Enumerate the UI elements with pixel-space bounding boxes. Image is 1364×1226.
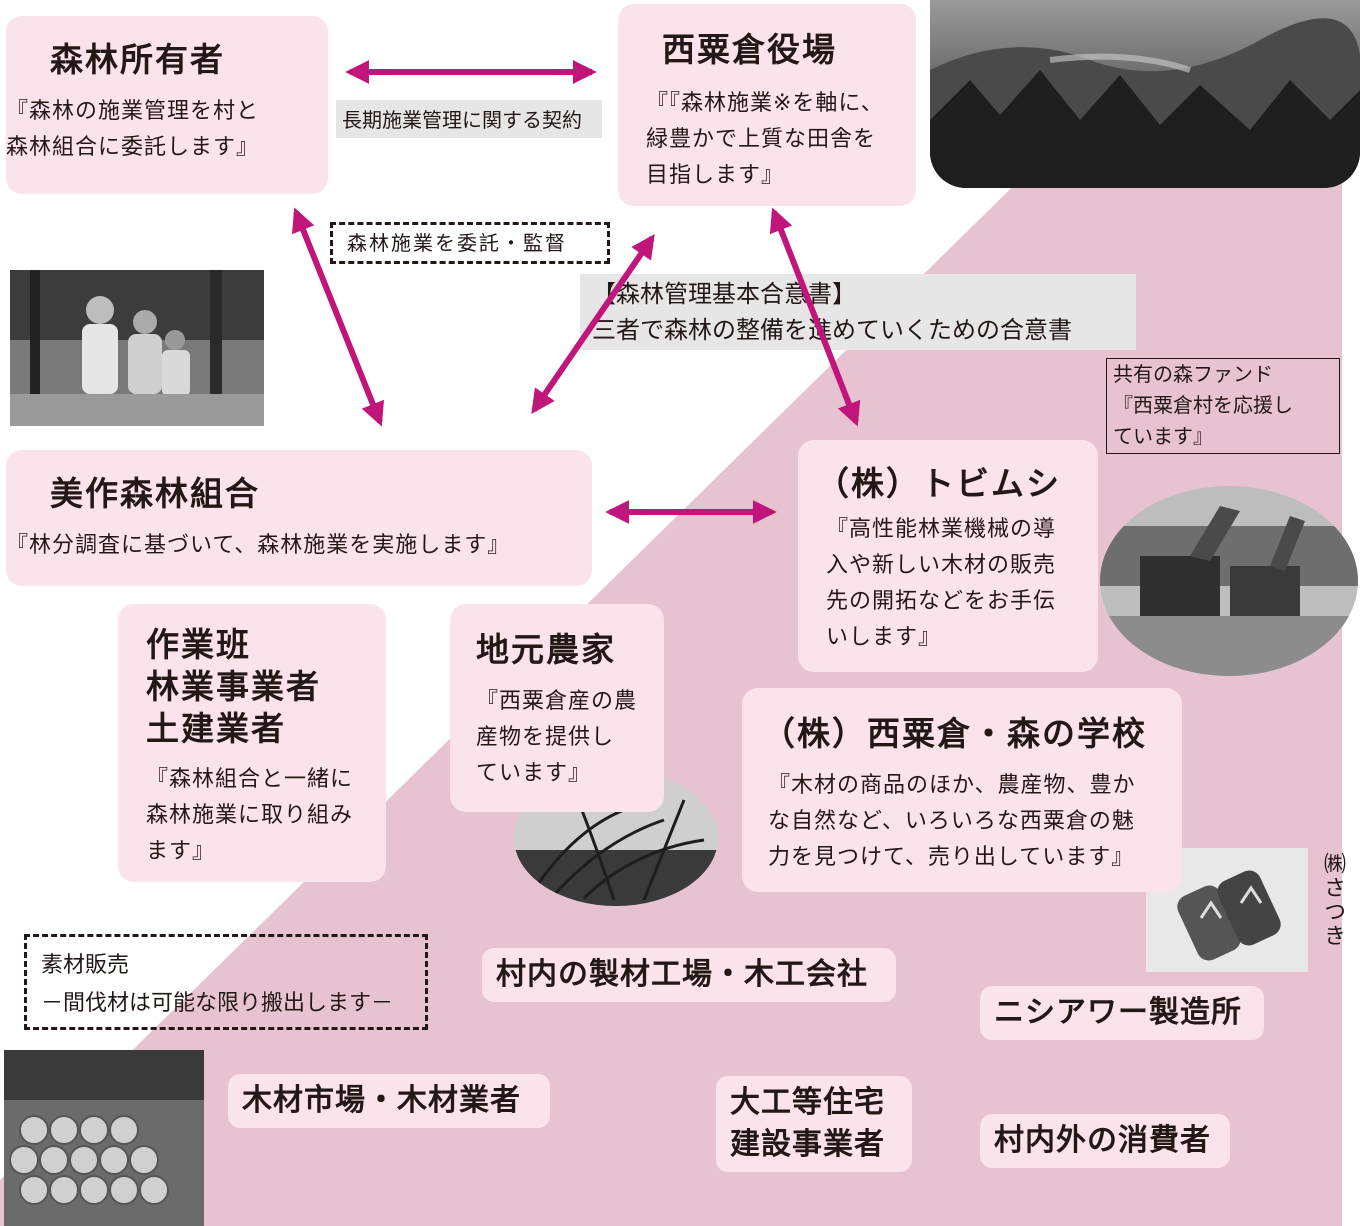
nishiawa-box: ニシアワー製造所 (980, 986, 1264, 1040)
forest-union-text: 『林分調査に基づいて、森林施業を実施します』 (6, 533, 511, 558)
workers-title: 作業班 林業事業者 土建業者 (146, 625, 321, 748)
farmers-box: 地元農家 『西粟倉産の農 産物を提供し ています』 (450, 604, 664, 812)
workers-text: 『森林組合と一緒に 森林施業に取り組み ます』 (146, 767, 354, 864)
school-title: （株）西粟倉・森の学校 (762, 714, 1147, 753)
agreement-label: 【森林管理基本合意書】 三者で森林の整備を進めていくための合意書 (580, 274, 1136, 350)
forest-union-title: 美作森林組合 (50, 474, 260, 513)
farmers-text: 『西粟倉産の農 産物を提供し ています』 (476, 689, 638, 786)
material-sales-label: 素材販売 －間伐材は可能な限り搬出します－ (24, 934, 428, 1030)
forest-workers-photo (10, 270, 264, 426)
village-office-box: 西粟倉役場 『『森林施業※を軸に、 緑豊かで上質な田舎を 目指します』 (618, 4, 916, 206)
forest-owner-box: 森林所有者 『森林の施業管理を村と 森林組合に委託します』 (6, 16, 328, 194)
workers-box: 作業班 林業事業者 土建業者 『森林組合と一緒に 森林施業に取り組み ます』 (118, 604, 386, 882)
tobimushi-text: 『高性能林業機械の導 入や新しい木材の販売 先の開拓などをお手伝 いします』 (826, 517, 1057, 650)
log-pile-photo (4, 1050, 204, 1226)
village-office-title: 西粟倉役場 (662, 30, 837, 69)
rice-plant-photo (514, 770, 718, 906)
tobimushi-title: （株）トビムシ (816, 464, 1061, 503)
contract-label: 長期施業管理に関する契約 (336, 100, 602, 138)
forest-owner-text: 『森林の施業管理を村と 森林組合に委託します』 (6, 99, 260, 160)
school-box: （株）西粟倉・森の学校 『木材の商品のほか、農産物、豊か な自然など、いろいろな… (742, 688, 1182, 892)
market-box: 木材市場・木材業者 (228, 1074, 550, 1128)
village-office-text: 『『森林施業※を軸に、 緑豊かで上質な田舎を 目指します』 (646, 91, 884, 188)
builders-box: 大工等住宅 建設事業者 (716, 1076, 912, 1172)
fund-label: 共有の森ファンド 『西粟倉村を応援し ています』 (1106, 358, 1340, 454)
tobimushi-box: （株）トビムシ 『高性能林業機械の導 入や新しい木材の販売 先の開拓などをお手伝… (798, 440, 1098, 672)
farmers-title: 地元農家 (476, 630, 616, 669)
school-text: 『木材の商品のほか、農産物、豊か な自然など、いろいろな西粟倉の魅 力を見つけて… (768, 773, 1136, 870)
forestry-machine-photo (1100, 486, 1358, 676)
satsuki-label: ㈱さつき (1320, 852, 1345, 948)
consumers-box: 村内外の消費者 (980, 1114, 1230, 1168)
forest-union-box: 美作森林組合 『林分調査に基づいて、森林施業を実施します』 (6, 450, 592, 586)
entrust-label: 森林施業を委託・監督 (330, 222, 610, 264)
forest-owner-title: 森林所有者 (50, 40, 225, 79)
sawmill-box: 村内の製材工場・木工会社 (482, 948, 896, 1002)
forest-landscape-photo (930, 0, 1360, 188)
